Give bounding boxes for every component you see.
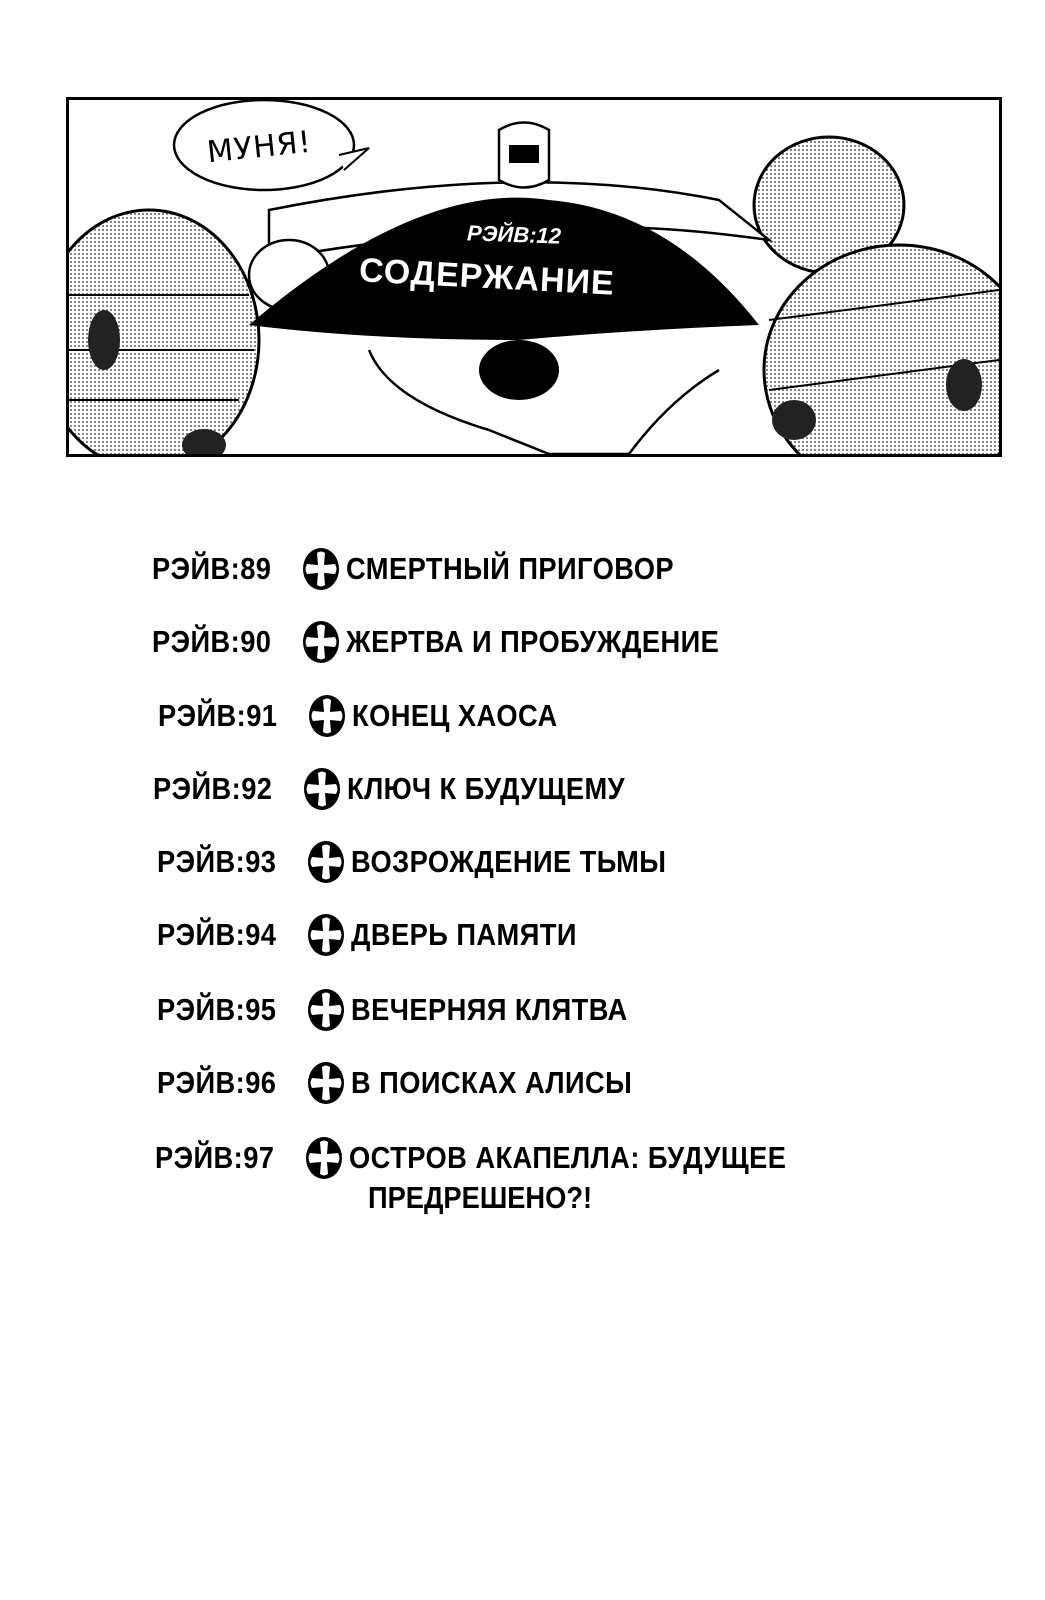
chapter-title: ДВЕРЬ ПАМЯТИ [351, 917, 577, 952]
toc-entry: РЭЙВ:96 В ПОИСКАХ АЛИСЫ [157, 1061, 671, 1105]
chapter-number: РЭЙВ:90 [152, 624, 272, 659]
toc-entry: РЭЙВ:89 СМЕРТНЫЙ ПРИГОВОР [152, 547, 719, 591]
chapter-number: РЭЙВ:93 [157, 844, 277, 879]
chapter-title: КЛЮЧ К БУДУЩЕМУ [347, 771, 626, 806]
chapter-title: ВЕЧЕРНЯЯ КЛЯТВА [351, 992, 628, 1027]
chapter-title: ОСТРОВ АКАПЕЛЛА: БУДУЩЕЕ [349, 1140, 787, 1175]
toc-entry: РЭЙВ:91 КОНЕЦ ХАОСА [158, 694, 586, 738]
cross-in-oval-icon [302, 620, 340, 664]
chapter-number: РЭЙВ:92 [153, 771, 273, 806]
chapter-title-continued: ПРЕДРЕШЕНО?! [368, 1180, 593, 1215]
chapter-number: РЭЙВ:89 [152, 551, 272, 586]
toc-entry: РЭЙВ:90 ЖЕРТВА И ПРОБУЖДЕНИЕ [152, 620, 770, 664]
speech-bubble [172, 100, 356, 192]
chapter-number: РЭЙВ:95 [157, 992, 277, 1027]
toc-entry: РЭЙВ:95 ВЕЧЕРНЯЯ КЛЯТВА [157, 988, 665, 1032]
chapter-number: РЭЙВ:97 [155, 1140, 275, 1175]
chapter-title: В ПОИСКАХ АЛИСЫ [351, 1065, 633, 1100]
chapter-title: ВОЗРОЖДЕНИЕ ТЬМЫ [351, 844, 667, 879]
cover-illustration-panel: МУНЯ! РЭЙВ:12 СОДЕРЖАНИЕ [66, 97, 1002, 457]
right-shields [752, 135, 999, 454]
cross-in-oval-icon [302, 547, 340, 591]
toc-entry: РЭЙВ:92 КЛЮЧ К БУДУЩЕМУ [153, 767, 663, 811]
cross-in-oval-icon [305, 1136, 343, 1180]
chapter-title: ЖЕРТВА И ПРОБУЖДЕНИЕ [346, 624, 720, 659]
cross-in-oval-icon [307, 988, 345, 1032]
toc-entry: РЭЙВ:93 ВОЗРОЖДЕНИЕ ТЬМЫ [157, 840, 709, 884]
left-shield [69, 208, 261, 454]
cross-in-oval-icon [307, 840, 345, 884]
cross-in-oval-icon [303, 767, 341, 811]
cross-in-oval-icon [308, 694, 346, 738]
volume-label: РЭЙВ:12 [466, 220, 562, 249]
cross-in-oval-icon [307, 1061, 345, 1105]
chapter-number: РЭЙВ:96 [157, 1065, 277, 1100]
cross-in-oval-icon [307, 913, 345, 957]
chapter-title: СМЕРТНЫЙ ПРИГОВОР [346, 551, 675, 586]
toc-entry: РЭЙВ:94 ДВЕРЬ ПАМЯТИ [157, 913, 608, 957]
chapter-number: РЭЙВ:94 [157, 917, 277, 952]
toc-entry: РЭЙВ:97 ОСТРОВ АКАПЕЛЛА: БУДУЩЕЕ [155, 1136, 846, 1180]
chapter-number: РЭЙВ:91 [158, 698, 278, 733]
illustration [69, 100, 999, 454]
banner [249, 197, 759, 340]
chapter-title: КОНЕЦ ХАОСА [352, 698, 558, 733]
